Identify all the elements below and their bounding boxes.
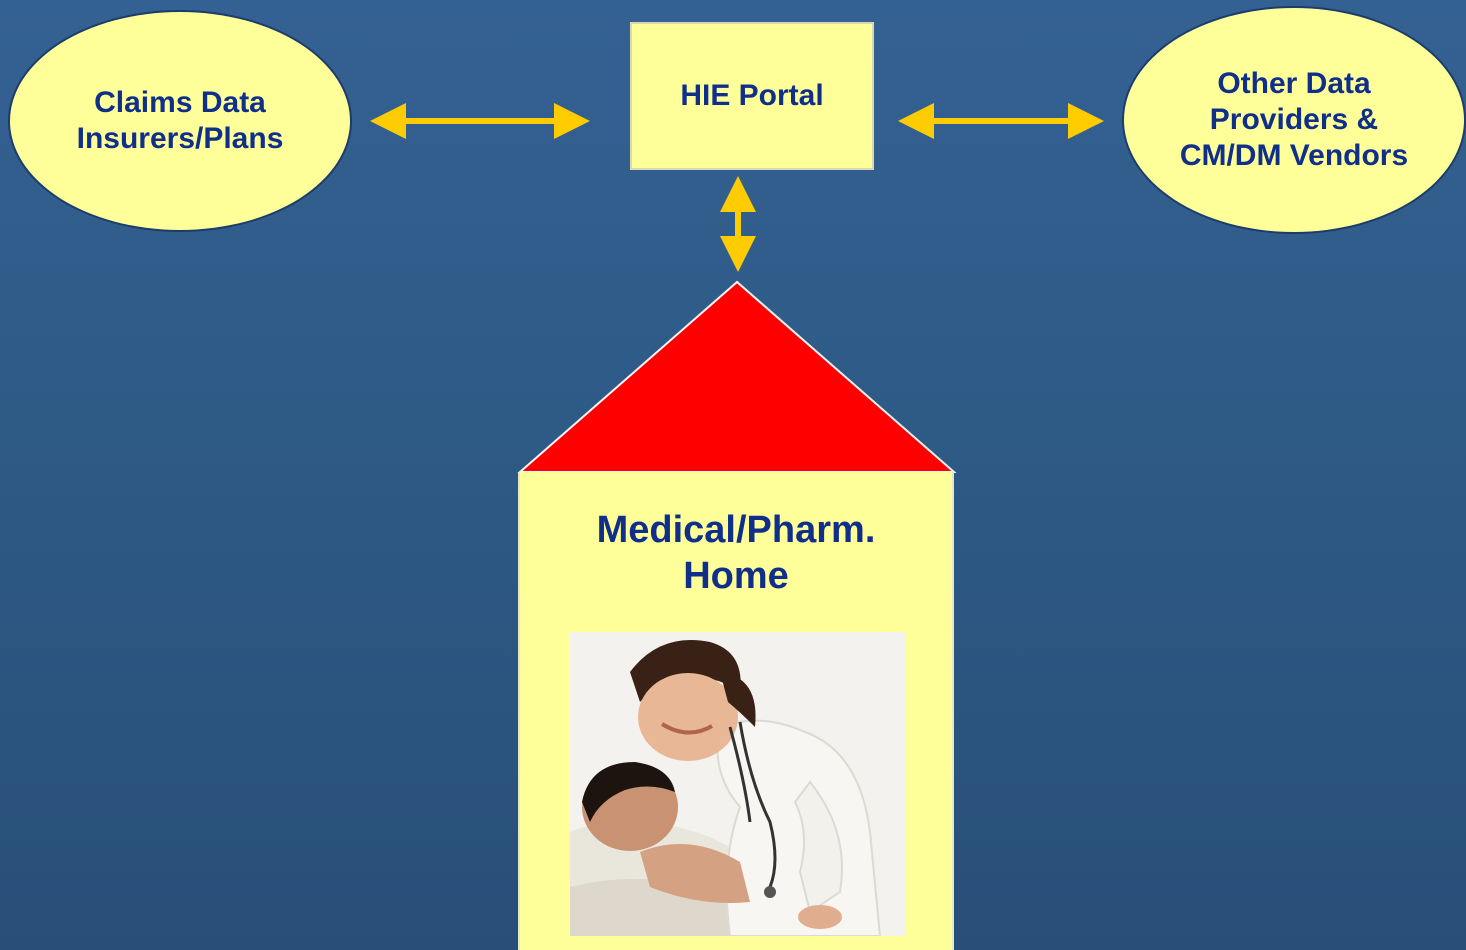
home-line-2: Home xyxy=(683,554,789,597)
doctor-patient-photo xyxy=(570,632,906,936)
claims-line-1: Claims Data xyxy=(94,86,266,119)
other-data-providers-node: Other Data Providers & CM/DM Vendors xyxy=(1122,6,1466,234)
doctor-patient-illustration xyxy=(570,632,906,936)
hie-portal-label: HIE Portal xyxy=(680,79,824,112)
other-line-3: CM/DM Vendors xyxy=(1179,139,1409,172)
other-line-1: Other Data xyxy=(1217,67,1371,100)
home-line-1: Medical/Pharm. xyxy=(596,509,876,551)
medical-home-label: Medical/Pharm. Home xyxy=(520,508,952,599)
claims-data-label: Claims Data Insurers/Plans xyxy=(40,85,320,157)
medical-home-node: Medical/Pharm. Home xyxy=(518,472,954,950)
claims-line-2: Insurers/Plans xyxy=(76,122,284,155)
home-roof xyxy=(517,280,957,473)
claims-data-node: Claims Data Insurers/Plans xyxy=(8,10,352,232)
hie-portal-node: HIE Portal xyxy=(630,22,874,170)
other-data-label: Other Data Providers & CM/DM Vendors xyxy=(1144,66,1444,174)
other-line-2: Providers & xyxy=(1209,103,1379,136)
